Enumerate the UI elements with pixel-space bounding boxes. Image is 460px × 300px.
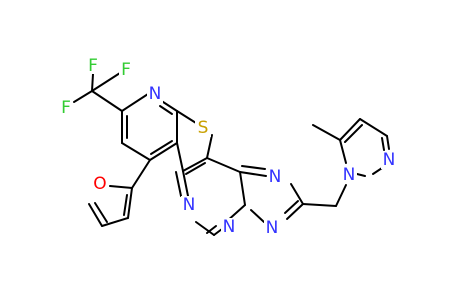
bond (344, 124, 363, 143)
bond (91, 72, 121, 92)
bond (94, 202, 108, 223)
bridgehead-nitrogen: N (221, 217, 237, 237)
bond (91, 90, 123, 112)
bond (182, 157, 208, 172)
furan-oxygen: O (92, 174, 108, 194)
fluorine-atom: F (59, 98, 73, 118)
triazole-nitrogen: N (264, 218, 280, 238)
fluorine-atom: F (119, 60, 133, 80)
bond (195, 221, 215, 236)
bond (88, 203, 103, 227)
pyrazole-nitrogen-2: N (381, 150, 397, 170)
bond (73, 90, 93, 103)
bond (290, 183, 304, 205)
bond (335, 184, 347, 207)
triazole-nitrogen: N (267, 167, 283, 187)
fluorine-label: F (88, 56, 98, 76)
nitrogen-label: N (343, 165, 356, 185)
nitrogen-label: N (269, 167, 282, 187)
bond (372, 167, 383, 175)
bond (182, 170, 189, 197)
bond (150, 140, 173, 155)
nitrogen-label: N (183, 195, 196, 215)
bond (206, 157, 241, 173)
bond (176, 142, 184, 172)
bond (250, 209, 265, 223)
bond (109, 185, 133, 189)
bond (239, 171, 246, 206)
nitrogen-label: N (266, 218, 279, 238)
sulfur-label: S (198, 118, 209, 138)
bond (176, 110, 197, 124)
bond (121, 142, 151, 161)
bond (386, 135, 390, 150)
bond (123, 194, 128, 216)
bond (381, 137, 385, 151)
bond (127, 187, 133, 219)
bond (91, 73, 94, 92)
bond (312, 124, 341, 141)
bond (339, 118, 361, 141)
bond (206, 134, 213, 159)
bond (356, 173, 366, 177)
bond (185, 162, 206, 175)
pyridine-nitrogen: N (147, 84, 163, 104)
fluorine-label: F (61, 98, 71, 118)
bond (213, 228, 223, 236)
bond (206, 225, 217, 234)
bond (101, 217, 129, 227)
pyrazole-nitrogen-1: N (341, 165, 357, 185)
bond (149, 142, 178, 161)
nitrogen-label: N (149, 84, 162, 104)
bond (159, 105, 173, 115)
bond (284, 200, 299, 214)
fluorine-label: F (121, 60, 131, 80)
bond (131, 159, 151, 189)
bond (239, 171, 267, 177)
nitrogen-label: N (383, 150, 396, 170)
pyrimidine-nitrogen: N (181, 195, 197, 215)
nitrogen-label: N (223, 217, 236, 237)
bond-layer (73, 72, 390, 236)
bond (359, 118, 388, 137)
bond (286, 203, 304, 220)
bond (121, 93, 149, 112)
atom-label-layer: F F F N S O N N (59, 56, 397, 238)
thiophene-sulfur: S (195, 118, 211, 138)
bond (302, 203, 337, 207)
bond (175, 171, 182, 197)
bond (339, 139, 347, 164)
fluorine-atom: F (86, 56, 100, 76)
oxygen-label: O (93, 174, 106, 194)
bond (241, 165, 266, 170)
